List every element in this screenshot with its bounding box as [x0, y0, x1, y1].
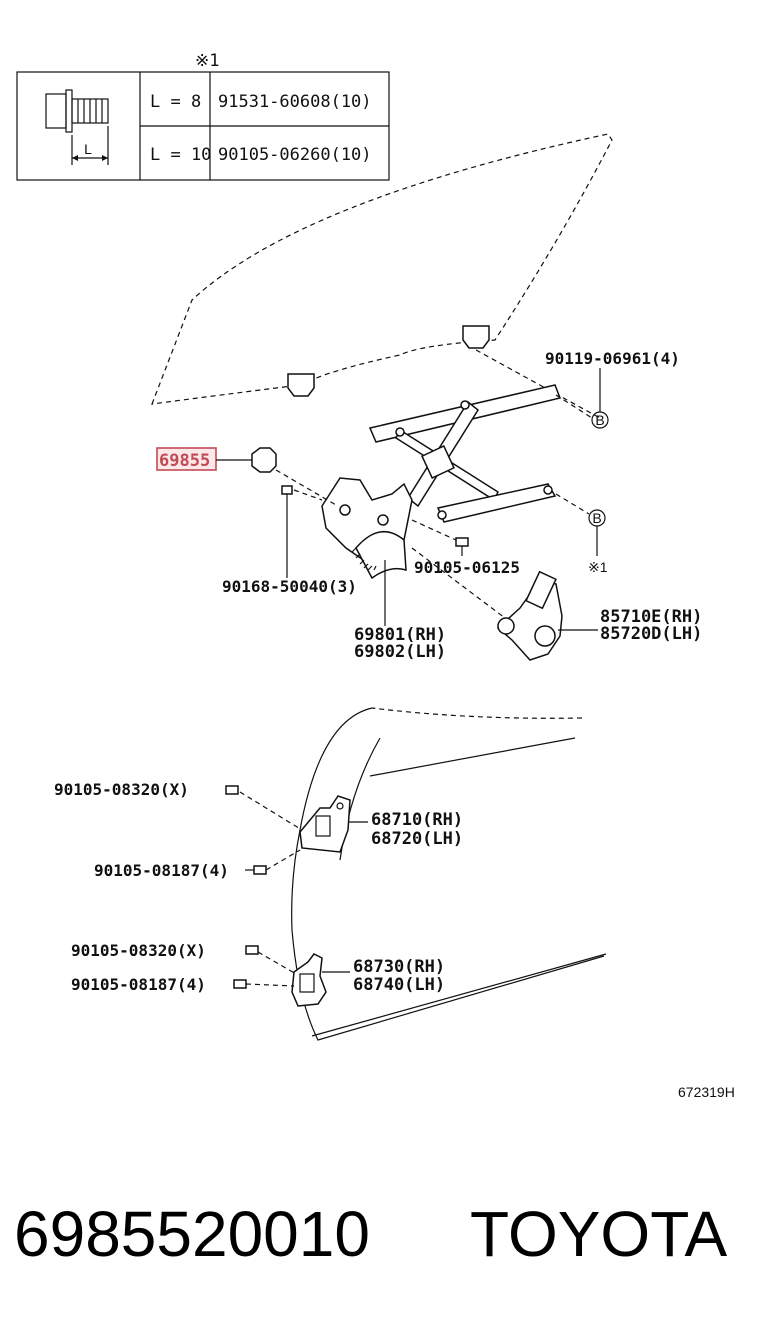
- callout-hinge-lower-lh: 68740(LH): [353, 975, 445, 995]
- window-motor: [411, 547, 598, 661]
- fastener-table: ※1 L L = 8 91531-60608(10) L = 10 90105-…: [16, 51, 390, 181]
- callout-star-lower: ※1: [588, 559, 608, 575]
- dimension-label: L: [84, 141, 92, 157]
- regulator-arms: [368, 384, 562, 523]
- callout-bolt-upper-4: 90105-08187(4): [94, 861, 229, 880]
- callout-90119: 90119-06961(4): [545, 349, 680, 368]
- door-frame: [291, 707, 607, 1041]
- callout-motor-rh: 85710E(RH): [600, 607, 702, 627]
- window-glass: [151, 133, 613, 419]
- bolt-icon: [45, 89, 109, 165]
- regulator-base-plate: [321, 477, 413, 580]
- table-row-1-part: 91531-60608(10): [218, 92, 372, 112]
- bolt-90168: [281, 485, 323, 578]
- callout-hinge-upper-lh: 68720(LH): [371, 829, 463, 849]
- table-marker: ※1: [195, 51, 219, 71]
- bumper-part-69855: 69855: [156, 447, 337, 506]
- callout-regulator-rh: 69801(RH): [354, 625, 446, 645]
- callout-motor-lh: 85720D(LH): [600, 624, 702, 644]
- b-marker-upper: B: [595, 412, 604, 428]
- footer-brand: TOYOTA: [470, 1198, 728, 1270]
- callout-regulator-lh: 69802(LH): [354, 642, 446, 662]
- diagram-reference-code: 672319H: [678, 1084, 735, 1100]
- b-markers: B B: [384, 368, 609, 626]
- table-row-2-part: 90105-06260(10): [218, 145, 372, 165]
- footer-part-number: 6985520010: [14, 1198, 370, 1270]
- callout-90168: 90168-50040(3): [222, 577, 357, 596]
- b-marker-lower: B: [592, 510, 601, 526]
- callout-90105-06125: 90105-06125: [414, 558, 520, 577]
- bolt-90105-06125: [411, 519, 469, 556]
- callout-bolt-lower-x: 90105-08320(X): [71, 941, 206, 960]
- callout-bolt-lower-4: 90105-08187(4): [71, 975, 206, 994]
- table-row-2-length: L = 10: [150, 145, 211, 165]
- table-row-1-length: L = 8: [150, 92, 201, 112]
- callout-bolt-upper-x: 90105-08320(X): [54, 780, 189, 799]
- lower-hinge: [233, 945, 350, 1007]
- callout-hinge-upper-rh: 68710(RH): [371, 810, 463, 830]
- callout-hinge-lower-rh: 68730(RH): [353, 957, 445, 977]
- callout-69855: 69855: [159, 451, 210, 471]
- upper-hinge: [225, 785, 368, 875]
